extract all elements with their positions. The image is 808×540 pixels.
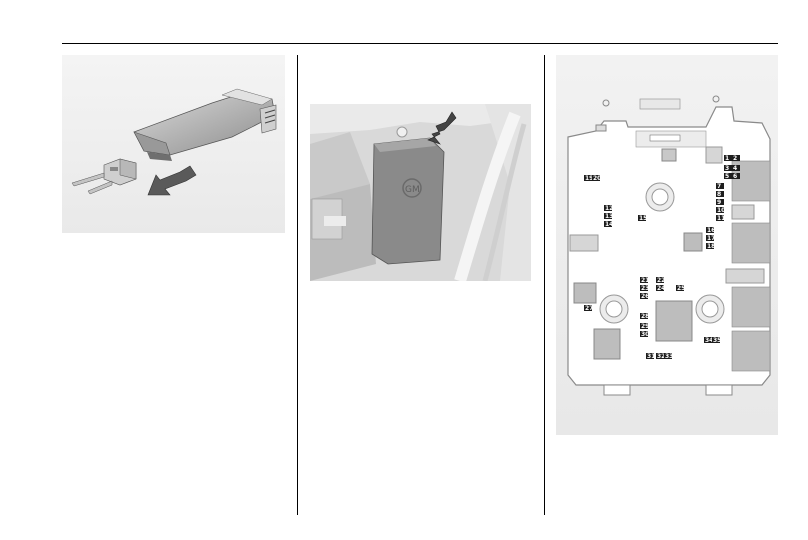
fuse-number: 15 bbox=[639, 215, 647, 222]
fuse-number: 11 bbox=[717, 215, 725, 222]
fuse-number: 30 bbox=[641, 331, 649, 338]
relay bbox=[731, 330, 771, 372]
blade-fuse bbox=[71, 158, 137, 195]
fuse-slot-12: 12 bbox=[604, 205, 613, 212]
mounting-bolt bbox=[695, 294, 725, 324]
fuse-slot-9: 9 bbox=[716, 199, 724, 206]
relay bbox=[731, 286, 771, 328]
fuse-number: 9 bbox=[717, 199, 721, 206]
fuse-slot-20: 20 bbox=[592, 175, 601, 182]
fuse-slot-13: 13 bbox=[604, 213, 613, 220]
fuse-number: 12 bbox=[605, 205, 613, 212]
arrow-icon bbox=[427, 111, 457, 145]
fuse-slot-34: 34 bbox=[704, 337, 713, 344]
fuse-number: 18 bbox=[707, 243, 715, 250]
fuse-number: 24 bbox=[657, 285, 665, 292]
relay bbox=[731, 222, 771, 264]
fuse-slot-31: 31 bbox=[646, 353, 655, 360]
fuse-number: 20 bbox=[593, 175, 601, 182]
relay bbox=[655, 300, 693, 342]
fuse-number: 34 bbox=[705, 337, 713, 344]
fuse-number: 13 bbox=[605, 213, 613, 220]
fuse-number: 23 bbox=[641, 285, 649, 292]
mounting-bolt bbox=[645, 182, 675, 212]
fuse-number: 16 bbox=[707, 227, 715, 234]
fuse-slot-35: 35 bbox=[712, 337, 721, 344]
fuse-slot-6: 6 bbox=[732, 173, 740, 180]
fuse-number: 27 bbox=[585, 305, 593, 312]
fuse-number: 28 bbox=[641, 313, 649, 320]
fuse-number: 19 bbox=[585, 175, 593, 182]
fuse-slot-25: 25 bbox=[676, 285, 685, 292]
fuse-slot-15: 15 bbox=[638, 215, 647, 222]
fuse-slot-4: 4 bbox=[732, 165, 740, 172]
fuse-slot-32: 32 bbox=[656, 353, 665, 360]
fuse-number: 10 bbox=[717, 207, 725, 214]
fuse-number: 4 bbox=[733, 165, 737, 172]
fuse-number: 8 bbox=[717, 191, 721, 198]
fuse-slot-21: 21 bbox=[640, 277, 649, 284]
fuse-slot-30: 30 bbox=[640, 331, 649, 338]
fuse-number: 33 bbox=[665, 353, 673, 360]
fuse-number: 5 bbox=[725, 173, 729, 180]
fuse-slot-14: 14 bbox=[604, 221, 613, 228]
fuse-number: 31 bbox=[647, 353, 655, 360]
arrow-icon bbox=[147, 165, 197, 196]
fusebox-cover: GM bbox=[371, 137, 445, 265]
fuse-number: 7 bbox=[717, 183, 721, 190]
fuse-slot-11: 11 bbox=[716, 215, 725, 222]
fuse-puller-tool bbox=[133, 88, 277, 161]
fuse-slot-24: 24 bbox=[656, 285, 665, 292]
fuse-slot-16: 16 bbox=[706, 227, 715, 234]
fuse-number: 29 bbox=[641, 323, 649, 330]
fuse-slot-26: 26 bbox=[640, 293, 649, 300]
fuse-slot-33: 33 bbox=[664, 353, 673, 360]
fuse-number: 35 bbox=[713, 337, 721, 344]
column-divider-left bbox=[297, 55, 298, 515]
fuse-slot-23: 23 bbox=[640, 285, 649, 292]
fuse-slot-10: 10 bbox=[716, 207, 725, 214]
fuse-slot-19: 19 bbox=[584, 175, 593, 182]
fuse-slot-8: 8 bbox=[716, 191, 724, 198]
fuse-number: 25 bbox=[677, 285, 685, 292]
fuse-slot-1: 1 bbox=[724, 155, 732, 162]
fuse-number: 2 bbox=[733, 155, 737, 162]
fuse-number: 22 bbox=[657, 277, 665, 284]
fuse-number: 6 bbox=[733, 173, 737, 180]
cover-mark: GM bbox=[405, 185, 420, 195]
header-rule bbox=[62, 43, 778, 44]
fuse-slot-29: 29 bbox=[640, 323, 649, 330]
fuse-slot-27: 27 bbox=[584, 305, 593, 312]
column-divider-right bbox=[544, 55, 545, 515]
fuse-puller-illustration bbox=[62, 55, 285, 233]
fuse-slot-17: 17 bbox=[706, 235, 715, 242]
fuse-number: 3 bbox=[725, 165, 729, 172]
fuse-number: 26 bbox=[641, 293, 649, 300]
fuse-slot-2: 2 bbox=[732, 155, 740, 162]
fuse-number: 32 bbox=[657, 353, 665, 360]
fuse-number: 1 bbox=[725, 155, 729, 162]
fuse-slot-22: 22 bbox=[656, 277, 665, 284]
fuse-number: 21 bbox=[641, 277, 649, 284]
fuse-slot-7: 7 bbox=[716, 183, 724, 190]
fuse-slot-3: 3 bbox=[724, 165, 732, 172]
engine-compartment-photo: GM bbox=[310, 104, 531, 281]
fuse-number: 17 bbox=[707, 235, 715, 242]
fuse-slot-5: 5 bbox=[724, 173, 732, 180]
fuse-number: 14 bbox=[605, 221, 613, 228]
fuse-slot-18: 18 bbox=[706, 243, 715, 250]
mounting-bolt bbox=[599, 294, 629, 324]
fuse-slot-28: 28 bbox=[640, 313, 649, 320]
